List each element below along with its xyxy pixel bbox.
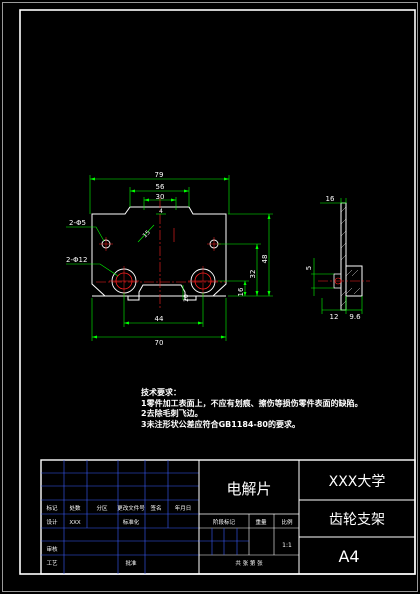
label-mark: 标记 (46, 504, 58, 512)
side-plate (340, 202, 347, 311)
label-designer: 设计 (46, 518, 58, 526)
side-dim-16: 16 (326, 195, 335, 203)
label-zone: 分区 (96, 504, 108, 512)
front-dimension-arrows (90, 177, 271, 339)
front-view: 79 56 30 4 44 70 48 32 16 20 2-Φ5 2-Φ12 … (66, 171, 273, 347)
assembly-name: 齿轮支架 (329, 512, 385, 528)
side-dim-12: 12 (330, 313, 339, 321)
sheet-info: 共 张 第 张 (235, 559, 263, 567)
title-block: 电解片 XXX大学 齿轮支架 A4 1:1 标记 处数 分区 更改文件号 签名 … (40, 459, 416, 575)
callout-large-holes: 2-Φ12 (66, 256, 87, 264)
front-dimension-lines (66, 175, 273, 341)
label-process: 工艺 (46, 560, 58, 567)
front-outline (91, 206, 227, 301)
label-scale: 比例 (281, 518, 293, 526)
label-count: 处数 (69, 504, 81, 512)
dim-79: 79 (155, 171, 164, 179)
school-name: XXX大学 (329, 474, 386, 490)
label-date: 年月日 (175, 504, 192, 512)
dim-30: 30 (156, 193, 165, 201)
note-item: 1零件加工表面上，不应有划痕、擦伤等损伤零件表面的缺陷。 (141, 398, 363, 408)
technical-requirements: 技术要求： 1零件加工表面上，不应有划痕、擦伤等损伤零件表面的缺陷。 2去除毛刺… (141, 388, 363, 430)
label-weight: 重量 (255, 518, 267, 526)
label-approve: 批准 (125, 559, 137, 567)
side-dimension-lines (311, 198, 363, 314)
side-view: 16 5 12 9.6 (305, 195, 370, 321)
label-change-doc: 更改文件号 (117, 504, 145, 512)
dim-56: 56 (156, 183, 165, 191)
note-item: 3未注形状公差应符合GB1184-80的要求。 (141, 419, 300, 429)
designer-name: XXX (69, 520, 81, 526)
label-signature: 签名 (150, 504, 161, 512)
label-stage-mark: 阶段标记 (213, 518, 236, 526)
side-dim-5: 5 (305, 266, 313, 270)
part-name: 电解片 (226, 480, 271, 498)
sheet-size: A4 (338, 547, 359, 566)
label-review: 审核 (46, 545, 58, 553)
dim-16: 16 (237, 287, 245, 296)
side-dim-9-6: 9.6 (349, 313, 361, 321)
callout-small-holes: 2-Φ5 (69, 219, 86, 227)
label-standardization: 标准化 (123, 518, 140, 526)
scale-value: 1:1 (282, 542, 292, 549)
dim-diag-15: 15 (141, 229, 151, 239)
note-item: 2去除毛刺飞边。 (141, 409, 203, 418)
dim-48: 48 (261, 255, 269, 264)
dim-32: 32 (249, 270, 257, 279)
notes-title: 技术要求： (141, 388, 181, 397)
dim-4: 4 (159, 208, 163, 215)
dim-70: 70 (155, 339, 164, 347)
dim-44: 44 (155, 315, 164, 323)
dim-20: 20 (183, 294, 190, 302)
